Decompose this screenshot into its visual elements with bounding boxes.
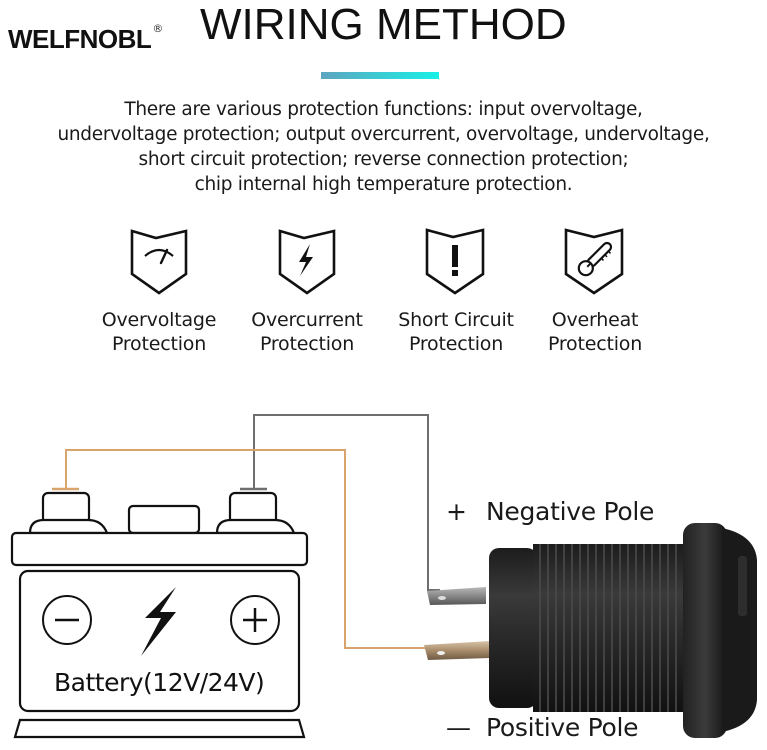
intro-line: There are various protection functions: … (124, 99, 643, 120)
feature-overcurrent: Overcurrent Protection (232, 226, 382, 356)
negative-pole-label: + Negative Pole (446, 497, 654, 527)
feature-label-line1: Short Circuit (398, 309, 514, 331)
battery-minus-icon (42, 595, 92, 645)
intro-line: undervoltage protection; output overcurr… (57, 124, 710, 145)
brand: WELFNOBL® (8, 22, 163, 56)
intro-paragraph: There are various protection functions: … (0, 97, 767, 197)
page-title: WIRING METHOD (200, 0, 567, 49)
feature-label-line2: Protection (547, 333, 643, 355)
intro-line: chip internal high temperature protectio… (194, 174, 573, 195)
registered-mark: ® (152, 22, 164, 35)
battery-plus-icon (230, 595, 280, 645)
positive-pole-text: Positive Pole (486, 713, 639, 742)
gauge-icon (130, 229, 188, 295)
minus-sign-icon: — (446, 713, 471, 742)
negative-pole-text: Negative Pole (486, 497, 655, 526)
lightning-icon (278, 229, 336, 295)
feature-label-line1: Overcurrent (251, 309, 363, 331)
positive-pole-label: — Positive Pole (446, 713, 639, 743)
feature-label-line1: Overheat (551, 309, 639, 331)
feature-label-line2: Protection (111, 333, 207, 355)
accent-bar (321, 72, 439, 79)
intro-line: short circuit protection; reverse connec… (138, 149, 629, 170)
brand-logo: WELFNOBL (8, 24, 152, 54)
feature-label-line2: Protection (408, 333, 504, 355)
feature-overvoltage: Overvoltage Protection (84, 226, 234, 356)
orange-wire (52, 449, 440, 649)
thermometer-icon (564, 228, 624, 295)
plus-sign-icon: + (446, 497, 467, 526)
exclamation-icon (425, 228, 485, 295)
feature-short-circuit: Short Circuit Protection (381, 226, 531, 356)
battery-label: Battery(12V/24V) (54, 668, 265, 697)
feature-label-line1: Overvoltage (101, 309, 217, 331)
battery (10, 491, 309, 739)
feature-overheat: Overheat Protection (520, 226, 670, 356)
gray-wire (240, 414, 440, 591)
usb-socket (424, 523, 757, 738)
feature-label-line2: Protection (259, 333, 355, 355)
